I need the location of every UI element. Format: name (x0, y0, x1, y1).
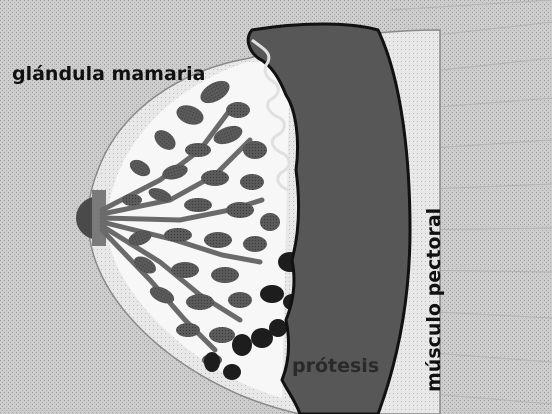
gland-label: glándula mamaria (12, 63, 205, 85)
implant-label: prótesis (292, 355, 379, 377)
muscle-label: músculo pectoral (423, 208, 445, 392)
